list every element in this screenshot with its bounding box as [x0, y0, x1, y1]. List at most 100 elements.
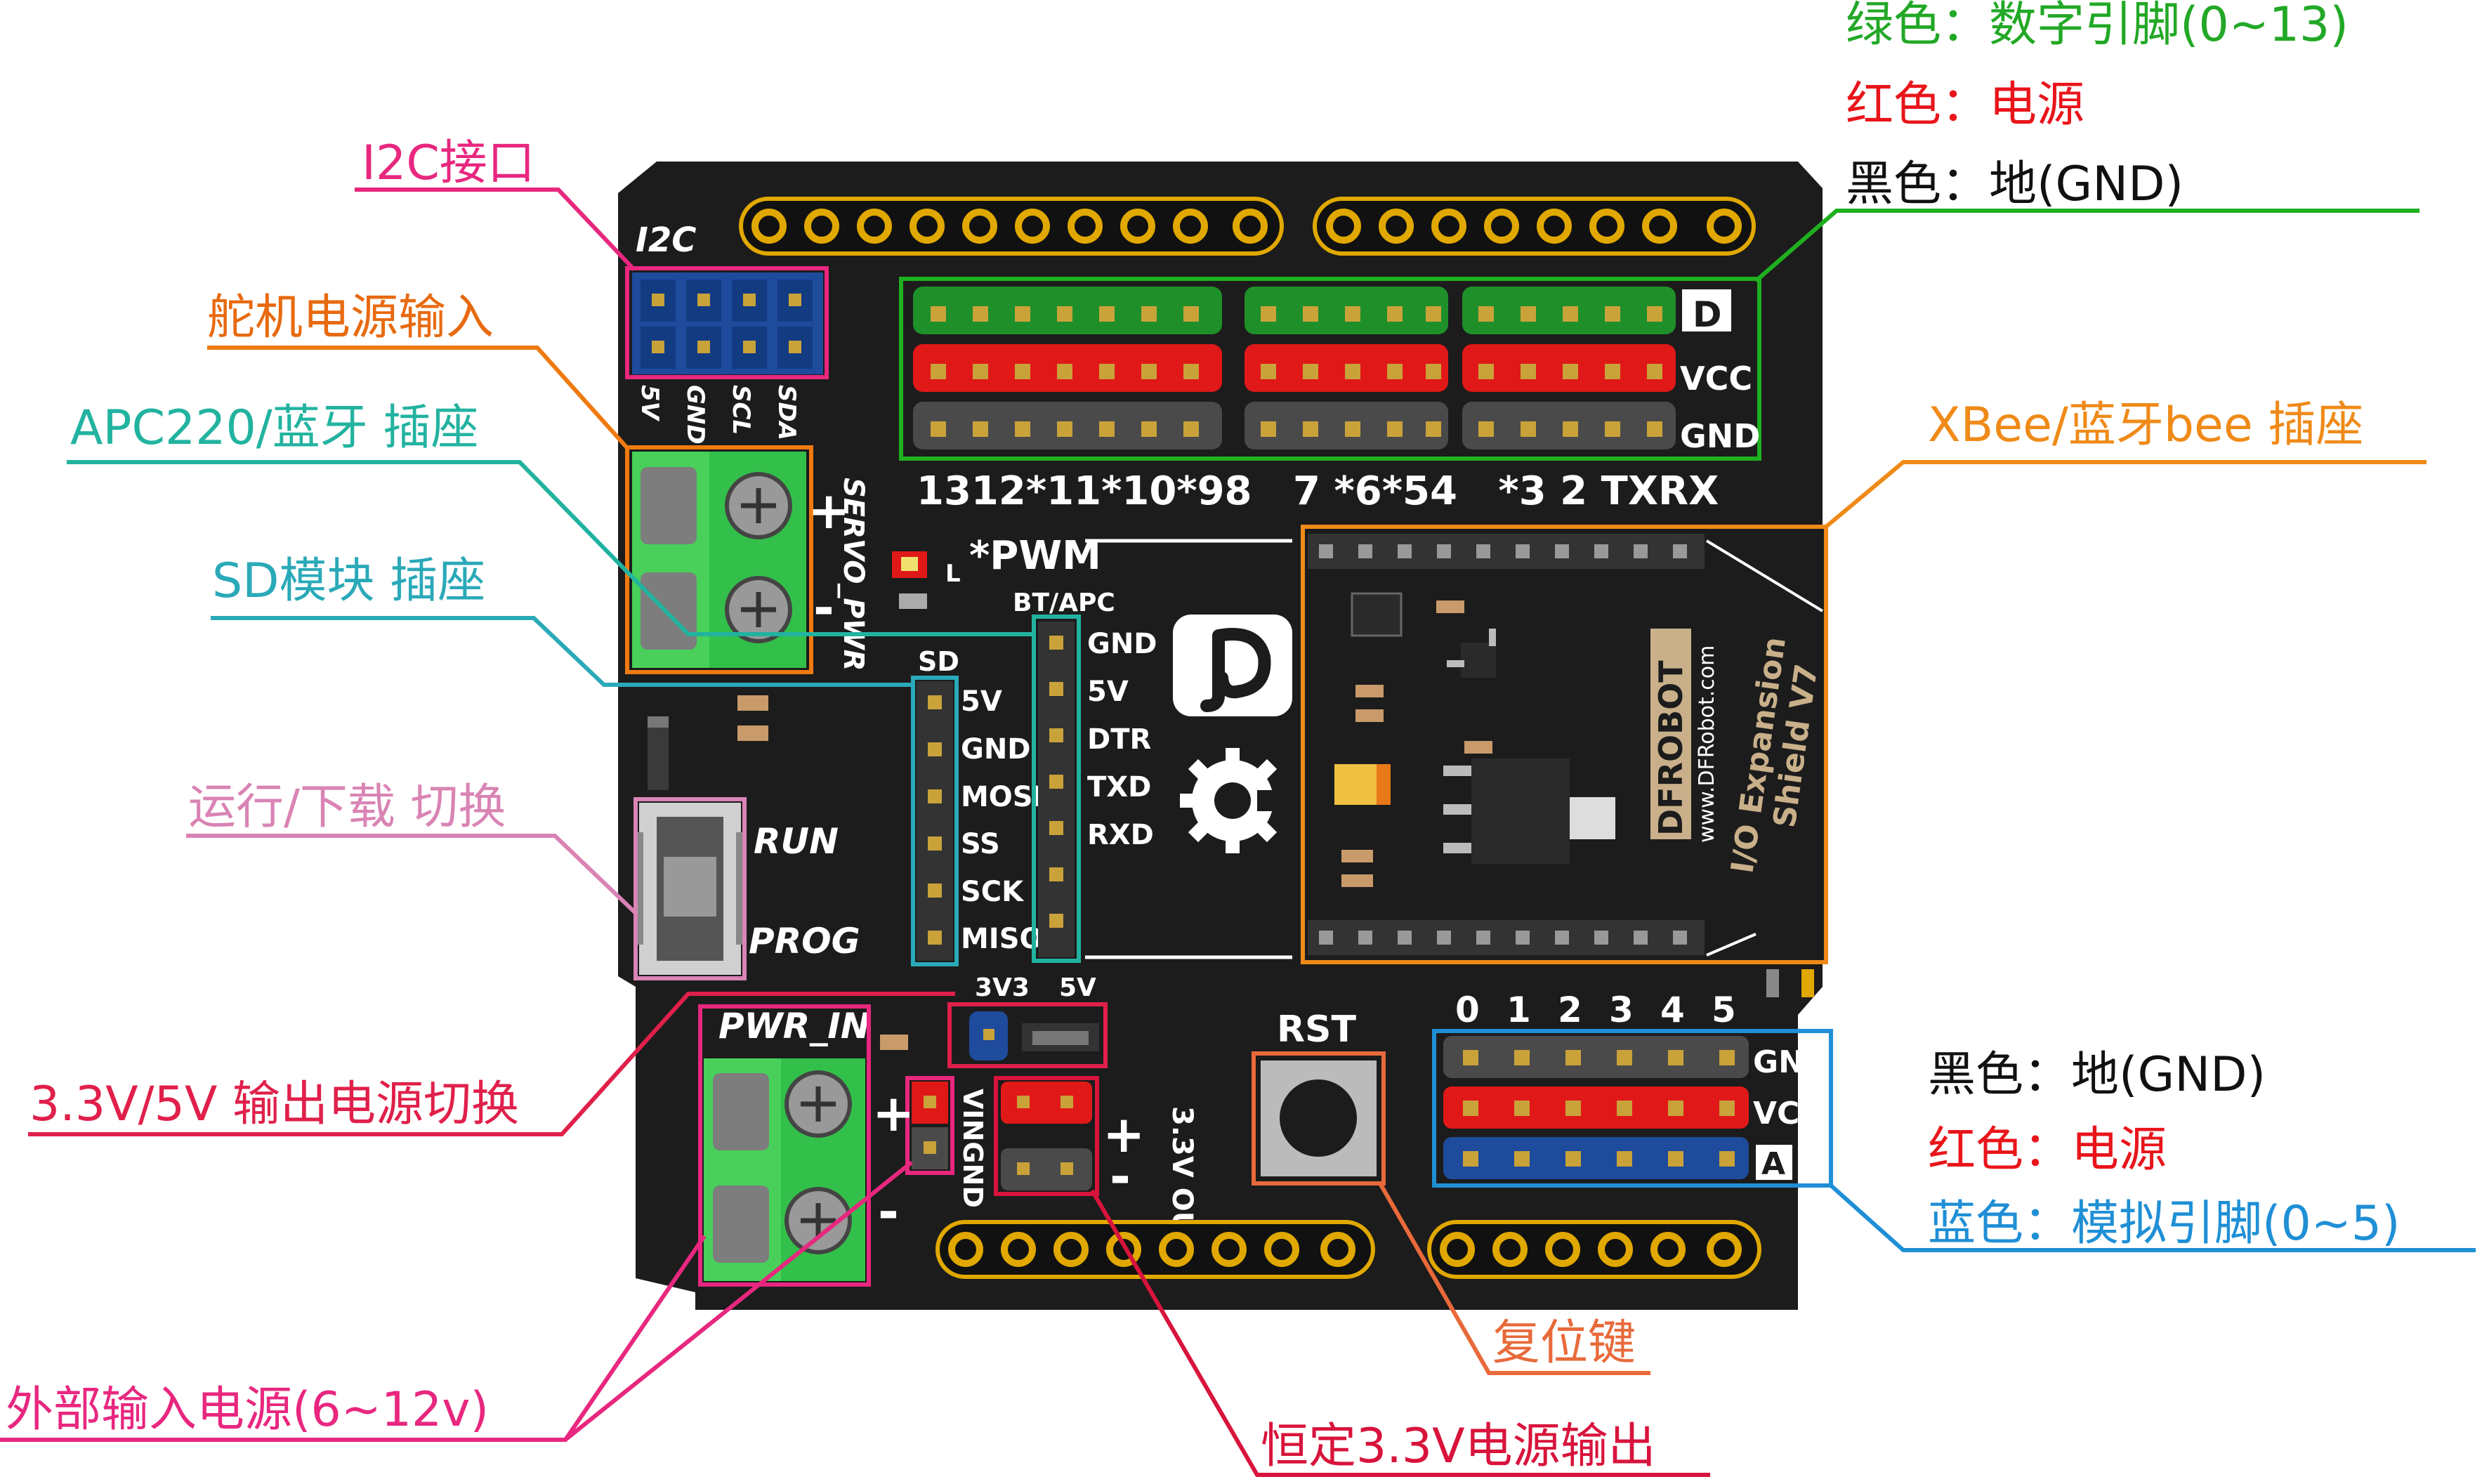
xbee-pin — [1594, 544, 1608, 558]
analog-pin — [1617, 1050, 1632, 1065]
header-pin — [1647, 306, 1662, 322]
dfrobot-logo-icon — [1173, 615, 1292, 716]
header-label-d: D — [1693, 294, 1722, 335]
servo-pwr-label: SERVO_PWR — [837, 478, 869, 671]
pwr-in-label: PWR_IN — [718, 1006, 870, 1046]
brand-block: DFROBOT www.DFRobot.com I/O Expansion Sh… — [1650, 629, 1825, 876]
bt-pin-label: GND — [1087, 628, 1157, 660]
callout-const33: 恒定3.3V电源输出 — [1261, 1419, 1656, 1474]
xbee-pin — [1516, 544, 1530, 558]
leader-lines — [0, 188, 2476, 1477]
callout-runprog: 运行/下载 切换 — [188, 780, 506, 835]
callout-i2c: I2C接口 — [362, 136, 535, 191]
callout-servo-a: 舵机 — [207, 290, 303, 346]
i2c-highlight-box — [625, 266, 829, 379]
run-prog-switch — [636, 803, 743, 975]
l-led-label: L — [945, 560, 961, 588]
runprog-highlight-box — [633, 797, 747, 980]
analog-pin — [1514, 1151, 1530, 1167]
xbee-pin — [1555, 544, 1569, 558]
legend-top-green: 绿色：数字引脚(0~13) — [1846, 0, 2349, 53]
servo-minus-label: - — [813, 578, 834, 637]
header-pin — [1303, 421, 1318, 437]
pwm-note: *PWM — [969, 533, 1101, 579]
callout-apc: APC220/蓝牙 插座 — [70, 400, 478, 456]
analog-pin — [1668, 1151, 1683, 1167]
bt-pin-label: DTR — [1087, 723, 1151, 756]
servo-plus-label: + — [808, 481, 850, 540]
xbee-pin — [1555, 931, 1569, 945]
legend-top-black-prefix: 黑色： — [1846, 157, 1989, 212]
callout-xbee: XBee/蓝牙bee 插座 — [1928, 398, 2363, 453]
header-pin — [1426, 421, 1441, 437]
legend-top-red-text: 电源 — [1989, 77, 2084, 133]
leader-sd — [211, 616, 915, 687]
sd-highlight-box — [911, 676, 959, 966]
bt-pin — [1049, 821, 1063, 835]
sd-pin-labels: 5V GND MOSI SS SCK MISO — [961, 685, 1044, 955]
analog-pin — [1617, 1151, 1632, 1167]
i2c-pin-sda: SDA — [773, 385, 801, 440]
callout-reset: 复位键 — [1492, 1315, 1636, 1371]
analog-a-label: A — [1761, 1146, 1785, 1182]
bt-pin — [1049, 682, 1063, 696]
digital-pin-dots — [931, 306, 1662, 437]
header-pin — [1141, 364, 1157, 379]
xbee-pin — [1358, 931, 1372, 945]
xbee-pin — [1437, 931, 1451, 945]
legend-bottom: 黑色：地(GND) 红色：电源 蓝色：模拟引脚(0~5) — [1928, 1047, 2401, 1252]
bt-pin — [1049, 914, 1063, 928]
leader-i2c — [355, 188, 636, 272]
sd-header — [917, 681, 953, 961]
header-pin — [1478, 306, 1494, 322]
sd-pin-label: MOSI — [961, 781, 1044, 813]
digital-pin-numbers: 1312*11*10*98 7 *6*54 *3 2 TXRX — [917, 468, 1719, 514]
callout-ext: 外部输入电源(6~12v) — [6, 1382, 489, 1438]
callout-labels: I2C接口 舵机电源输入 APC220/蓝牙 插座 SD模块 插座 运行/下载 … — [6, 136, 2363, 1474]
voltage-selector — [969, 1011, 1099, 1061]
top-gold-header-right — [1313, 197, 1756, 256]
header-pin — [931, 306, 946, 322]
leader-runprog — [186, 834, 638, 915]
header-pin — [1183, 421, 1199, 437]
analog-pin — [1514, 1101, 1530, 1116]
header-pin — [1387, 421, 1403, 437]
header-pin — [1647, 421, 1662, 437]
out-minus: - — [1110, 1147, 1131, 1206]
xbee-pin — [1476, 544, 1490, 558]
header-pin — [1521, 421, 1536, 437]
sd-pin — [928, 931, 942, 945]
sel-5v-label: 5V — [1059, 973, 1096, 1002]
out33-highlight-box — [994, 1076, 1099, 1196]
analog-number: 0 — [1455, 990, 1480, 1030]
xbee-pin — [1476, 931, 1490, 945]
xbee-pin — [1634, 544, 1648, 558]
callout-servo: 舵机电源输入 — [207, 290, 494, 346]
leader-ext-b — [564, 1160, 913, 1442]
pwr-in-terminal — [704, 1058, 865, 1281]
analog-number: 5 — [1712, 990, 1736, 1030]
legend-bottom-blue-prefix: 蓝色： — [1928, 1196, 2071, 1252]
bottom-gold-header-left — [935, 1220, 1375, 1279]
sd-pin-label: MISO — [961, 923, 1044, 955]
gear-icon — [1180, 748, 1285, 853]
servo-highlight-box — [625, 445, 813, 674]
header-pin — [1057, 421, 1072, 437]
xbee-pin — [1594, 931, 1608, 945]
xbee-pin — [1673, 544, 1687, 558]
bt-apc-header — [1038, 622, 1075, 957]
leader-xbee — [1825, 460, 2427, 529]
xbee-pin — [1319, 931, 1333, 945]
brand-text: DFROBOT — [1652, 660, 1690, 836]
top-gold-header-left — [739, 197, 1284, 256]
header-pin — [1426, 364, 1441, 379]
analog-pin — [1463, 1050, 1478, 1065]
leader-volt — [28, 992, 955, 1136]
legend-bottom-blue-text: 模拟引脚(0~5) — [2071, 1196, 2401, 1252]
reset-highlight-box — [1252, 1051, 1386, 1186]
header-pin — [1478, 421, 1494, 437]
xbee-pin — [1516, 931, 1530, 945]
voltage-highlight-box — [947, 1002, 1108, 1068]
header-pin — [1387, 364, 1403, 379]
